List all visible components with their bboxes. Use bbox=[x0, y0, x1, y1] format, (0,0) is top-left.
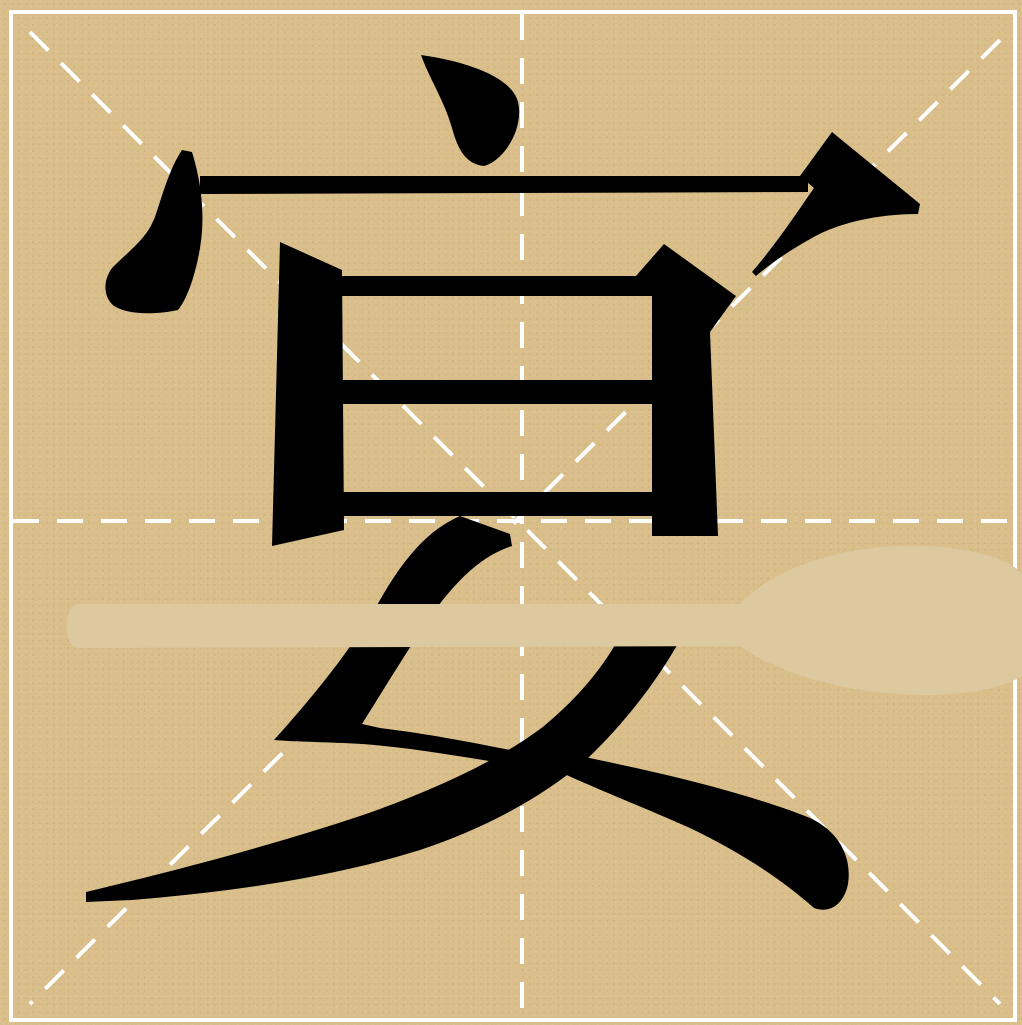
stroke-top-dot bbox=[421, 55, 520, 166]
spoon-handle bbox=[66, 604, 780, 648]
stroke-roof-hook bbox=[752, 132, 920, 276]
stroke-roof-left-drop bbox=[105, 150, 203, 314]
grid-border bbox=[9, 10, 1017, 1022]
character-glyph bbox=[86, 55, 920, 910]
spoon-icon bbox=[66, 545, 1022, 696]
stroke-sun-bottom-horizontal bbox=[342, 492, 652, 516]
stroke-sun-right-vertical bbox=[636, 244, 736, 536]
stroke-woman-right-dot bbox=[560, 752, 849, 910]
stroke-roof-horizontal bbox=[200, 176, 808, 194]
stroke-sun-middle-horizontal bbox=[342, 380, 652, 404]
stroke-sun-left-vertical bbox=[272, 242, 344, 546]
spoon-bowl bbox=[740, 545, 1022, 696]
stroke-sun-top-horizontal bbox=[342, 276, 652, 296]
